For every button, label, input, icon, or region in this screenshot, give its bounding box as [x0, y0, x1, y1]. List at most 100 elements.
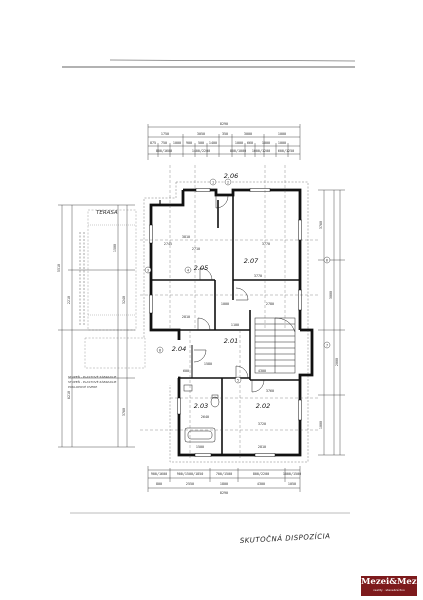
- right-dimension-texts: 3760 3000 2000 1000: [319, 221, 339, 429]
- dim-top: 1000: [173, 141, 181, 145]
- dim-bottom: 1800: [220, 482, 228, 486]
- room-label-207: 2.07: [244, 257, 259, 265]
- dim-right: 1000: [319, 421, 323, 429]
- note: STUPEŇ - PLASTOVÉ ZÁBRADLIE: [68, 374, 116, 379]
- logo-subtitle: reality · stavebníctvo: [373, 588, 405, 592]
- staircase: [254, 317, 296, 374]
- dim-top-opening: 800/1000: [230, 149, 246, 153]
- marker-1: [209, 178, 217, 186]
- dim-top: 1000: [235, 141, 243, 145]
- dim-bottom-opening: 800/2200: [253, 472, 269, 476]
- axis-marker-labels: 1 2 3 4 5 6 7 8: [147, 180, 328, 382]
- dim-bottom-opening: 900/1600: [151, 472, 167, 476]
- dim-top: 875: [150, 141, 156, 145]
- marker-label: 5: [237, 378, 239, 382]
- dim-interior: 1000: [221, 302, 229, 306]
- dim-interior: 2640: [201, 415, 209, 419]
- room-label-206: 2.06: [224, 172, 238, 180]
- dim-top: 1750: [161, 132, 169, 136]
- interior-walls: [151, 195, 300, 455]
- dim-left: 5510: [57, 264, 61, 272]
- dim-interior: 3770: [254, 274, 262, 278]
- dim-top: 1000: [262, 141, 270, 145]
- dim-top: 1400: [209, 141, 217, 145]
- dim-top: 350: [222, 132, 228, 136]
- dim-bottom: 4300: [257, 482, 265, 486]
- dim-left: 1500: [113, 244, 117, 252]
- marker-3: [144, 266, 152, 274]
- dim-top-opening: 600/1250: [278, 149, 294, 153]
- top-dimension-texts: 8290 1750 3050 350 3000 1000 875 750 100…: [150, 122, 294, 153]
- dim-bottom-opening: 700/1500: [216, 472, 232, 476]
- dim-bottom-opening: 1000/1500: [283, 472, 301, 476]
- dim-top-opening: 1000/1200: [252, 149, 270, 153]
- left-dimension-texts: 5510 2210 1500 3240 6210 3760: [57, 244, 126, 416]
- bottom-dimension-texts: 900/1600 900/1500/1850 700/1500 800/2200…: [151, 472, 301, 495]
- axis-lines: [140, 165, 320, 460]
- interior-dimension-texts: 3810 2745 2710 3770 3770 1000 2810 2780 …: [164, 235, 274, 449]
- agency-logo: Mezei&Mezei reality · stavebníctvo: [361, 576, 423, 596]
- outer-boundary: [143, 181, 309, 463]
- plan-notes: STUPEŇ - PLASTOVÉ ZÁBRADLIE STUPEŇ - PLA…: [68, 374, 116, 389]
- marker-7: [323, 341, 331, 349]
- dim-top: 750: [161, 141, 167, 145]
- note: POKLOPOVÉ DVERE: [68, 384, 97, 389]
- dim-interior: 2810: [182, 315, 190, 319]
- dim-top-opening: 1400/2200: [192, 149, 210, 153]
- dim-interior: 2780: [266, 302, 274, 306]
- marker-6: [323, 256, 331, 264]
- dim-interior: 3760: [266, 389, 274, 393]
- axis-markers: [144, 178, 331, 384]
- dim-left: 3760: [122, 408, 126, 416]
- logo-name: Mezei&Mezei: [361, 577, 423, 587]
- dim-top: 1000: [278, 141, 286, 145]
- plan-caption: SKUTOČNÁ DISPOZÍCIA: [240, 531, 331, 545]
- terrace-label: TERASA: [96, 210, 118, 216]
- room-label-201: 2.01: [224, 337, 238, 345]
- marker-label: 6: [326, 258, 328, 262]
- dim-interior: 3810: [182, 235, 190, 239]
- dim-top: 1000: [278, 132, 286, 136]
- dim-interior: 1500: [196, 445, 204, 449]
- dim-right: 2000: [335, 358, 339, 366]
- room-label-205: 2.05: [194, 264, 208, 272]
- marker-label: 7: [326, 343, 328, 347]
- marker-2: [224, 178, 232, 186]
- note: STUPEŇ - PLASTOVÉ ZÁBRADLIE: [68, 379, 116, 384]
- bathroom-fixtures: [183, 384, 220, 443]
- dim-right: 3000: [329, 291, 333, 299]
- marker-label: 4: [187, 268, 189, 272]
- page-top-rules: [62, 59, 356, 68]
- terrace-area: [84, 209, 146, 369]
- dim-interior: 2710: [192, 247, 200, 251]
- dim-interior: 3770: [262, 242, 270, 246]
- bottom-dimension-chains: [147, 466, 301, 492]
- dim-interior: 1100: [231, 323, 239, 327]
- top-dimension-chains: [147, 124, 301, 160]
- room-label-204: 2.04: [172, 345, 186, 353]
- windows: [149, 188, 302, 457]
- right-dimension-chains: [318, 189, 345, 456]
- dim-left: 6210: [67, 391, 71, 399]
- dim-bottom: 1050: [288, 482, 296, 486]
- dim-top-overall: 8290: [220, 122, 228, 126]
- doors: [193, 195, 265, 393]
- room-label-203: 2.03: [194, 402, 208, 410]
- dim-interior: 600: [183, 369, 189, 373]
- dim-top: 3050: [197, 132, 205, 136]
- room-label-202: 2.02: [256, 402, 270, 410]
- dim-interior: 1580: [204, 362, 212, 366]
- dim-interior: 4300: [258, 369, 266, 373]
- marker-label: 2: [227, 180, 229, 184]
- dim-interior: 2810: [258, 445, 266, 449]
- marker-8: [156, 346, 164, 354]
- dim-bottom-overall: 8290: [220, 491, 228, 495]
- marker-label: 1: [212, 180, 214, 184]
- dim-left: 2210: [67, 296, 71, 304]
- dim-top-opening: 800/1600: [156, 149, 172, 153]
- dim-top: 900: [186, 141, 192, 145]
- marker-label: 3: [147, 268, 149, 272]
- dim-bottom: 800: [156, 482, 162, 486]
- dim-top: 500: [198, 141, 204, 145]
